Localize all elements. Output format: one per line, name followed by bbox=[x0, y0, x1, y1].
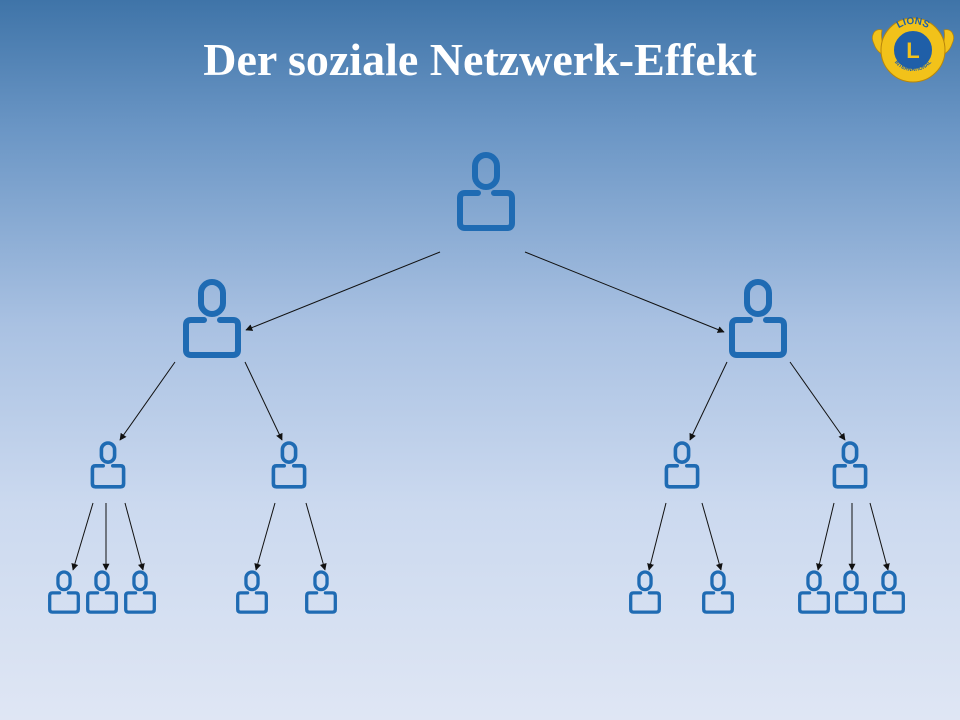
level3-person-icon bbox=[873, 570, 905, 614]
level3-person-icon bbox=[798, 570, 830, 614]
level3-person-icon bbox=[835, 570, 867, 614]
connection-arrow bbox=[689, 361, 728, 441]
connection-arrow bbox=[869, 502, 890, 571]
level3-person-icon bbox=[702, 570, 734, 614]
level2-person-icon bbox=[832, 441, 868, 489]
level3-person-icon bbox=[629, 570, 661, 614]
connection-arrow bbox=[119, 361, 176, 441]
connection-arrow bbox=[71, 502, 94, 571]
level3-person-icon bbox=[124, 570, 156, 614]
logo-letter: L bbox=[906, 38, 919, 63]
logo-top-text: LIONS bbox=[895, 16, 932, 31]
connection-arrow bbox=[647, 502, 667, 571]
logo-inner-ring bbox=[892, 29, 934, 71]
connection-arrow bbox=[254, 502, 276, 571]
slide-title: Der soziale Netzwerk-Effekt bbox=[203, 34, 757, 85]
level2-person-icon bbox=[271, 441, 307, 489]
connection-arrow bbox=[244, 361, 283, 441]
connection-arrow bbox=[789, 361, 846, 441]
connection-arrow bbox=[816, 502, 835, 571]
level3-person-icon bbox=[236, 570, 268, 614]
level3-person-icon bbox=[86, 570, 118, 614]
lions-logo: LIONS INTERNATIONAL L bbox=[872, 16, 954, 83]
root-person-icon bbox=[457, 152, 515, 231]
connection-arrow bbox=[124, 502, 145, 571]
level3-person-icon bbox=[305, 570, 337, 614]
connection-arrow bbox=[305, 502, 327, 571]
connection-arrow bbox=[701, 502, 723, 571]
level2-person-icon bbox=[90, 441, 126, 489]
level1-person-icon bbox=[183, 279, 241, 358]
level3-person-icon bbox=[48, 570, 80, 614]
connection-arrow bbox=[245, 251, 441, 331]
level2-person-icon bbox=[664, 441, 700, 489]
connection-arrow bbox=[524, 251, 725, 333]
level1-person-icon bbox=[729, 279, 787, 358]
